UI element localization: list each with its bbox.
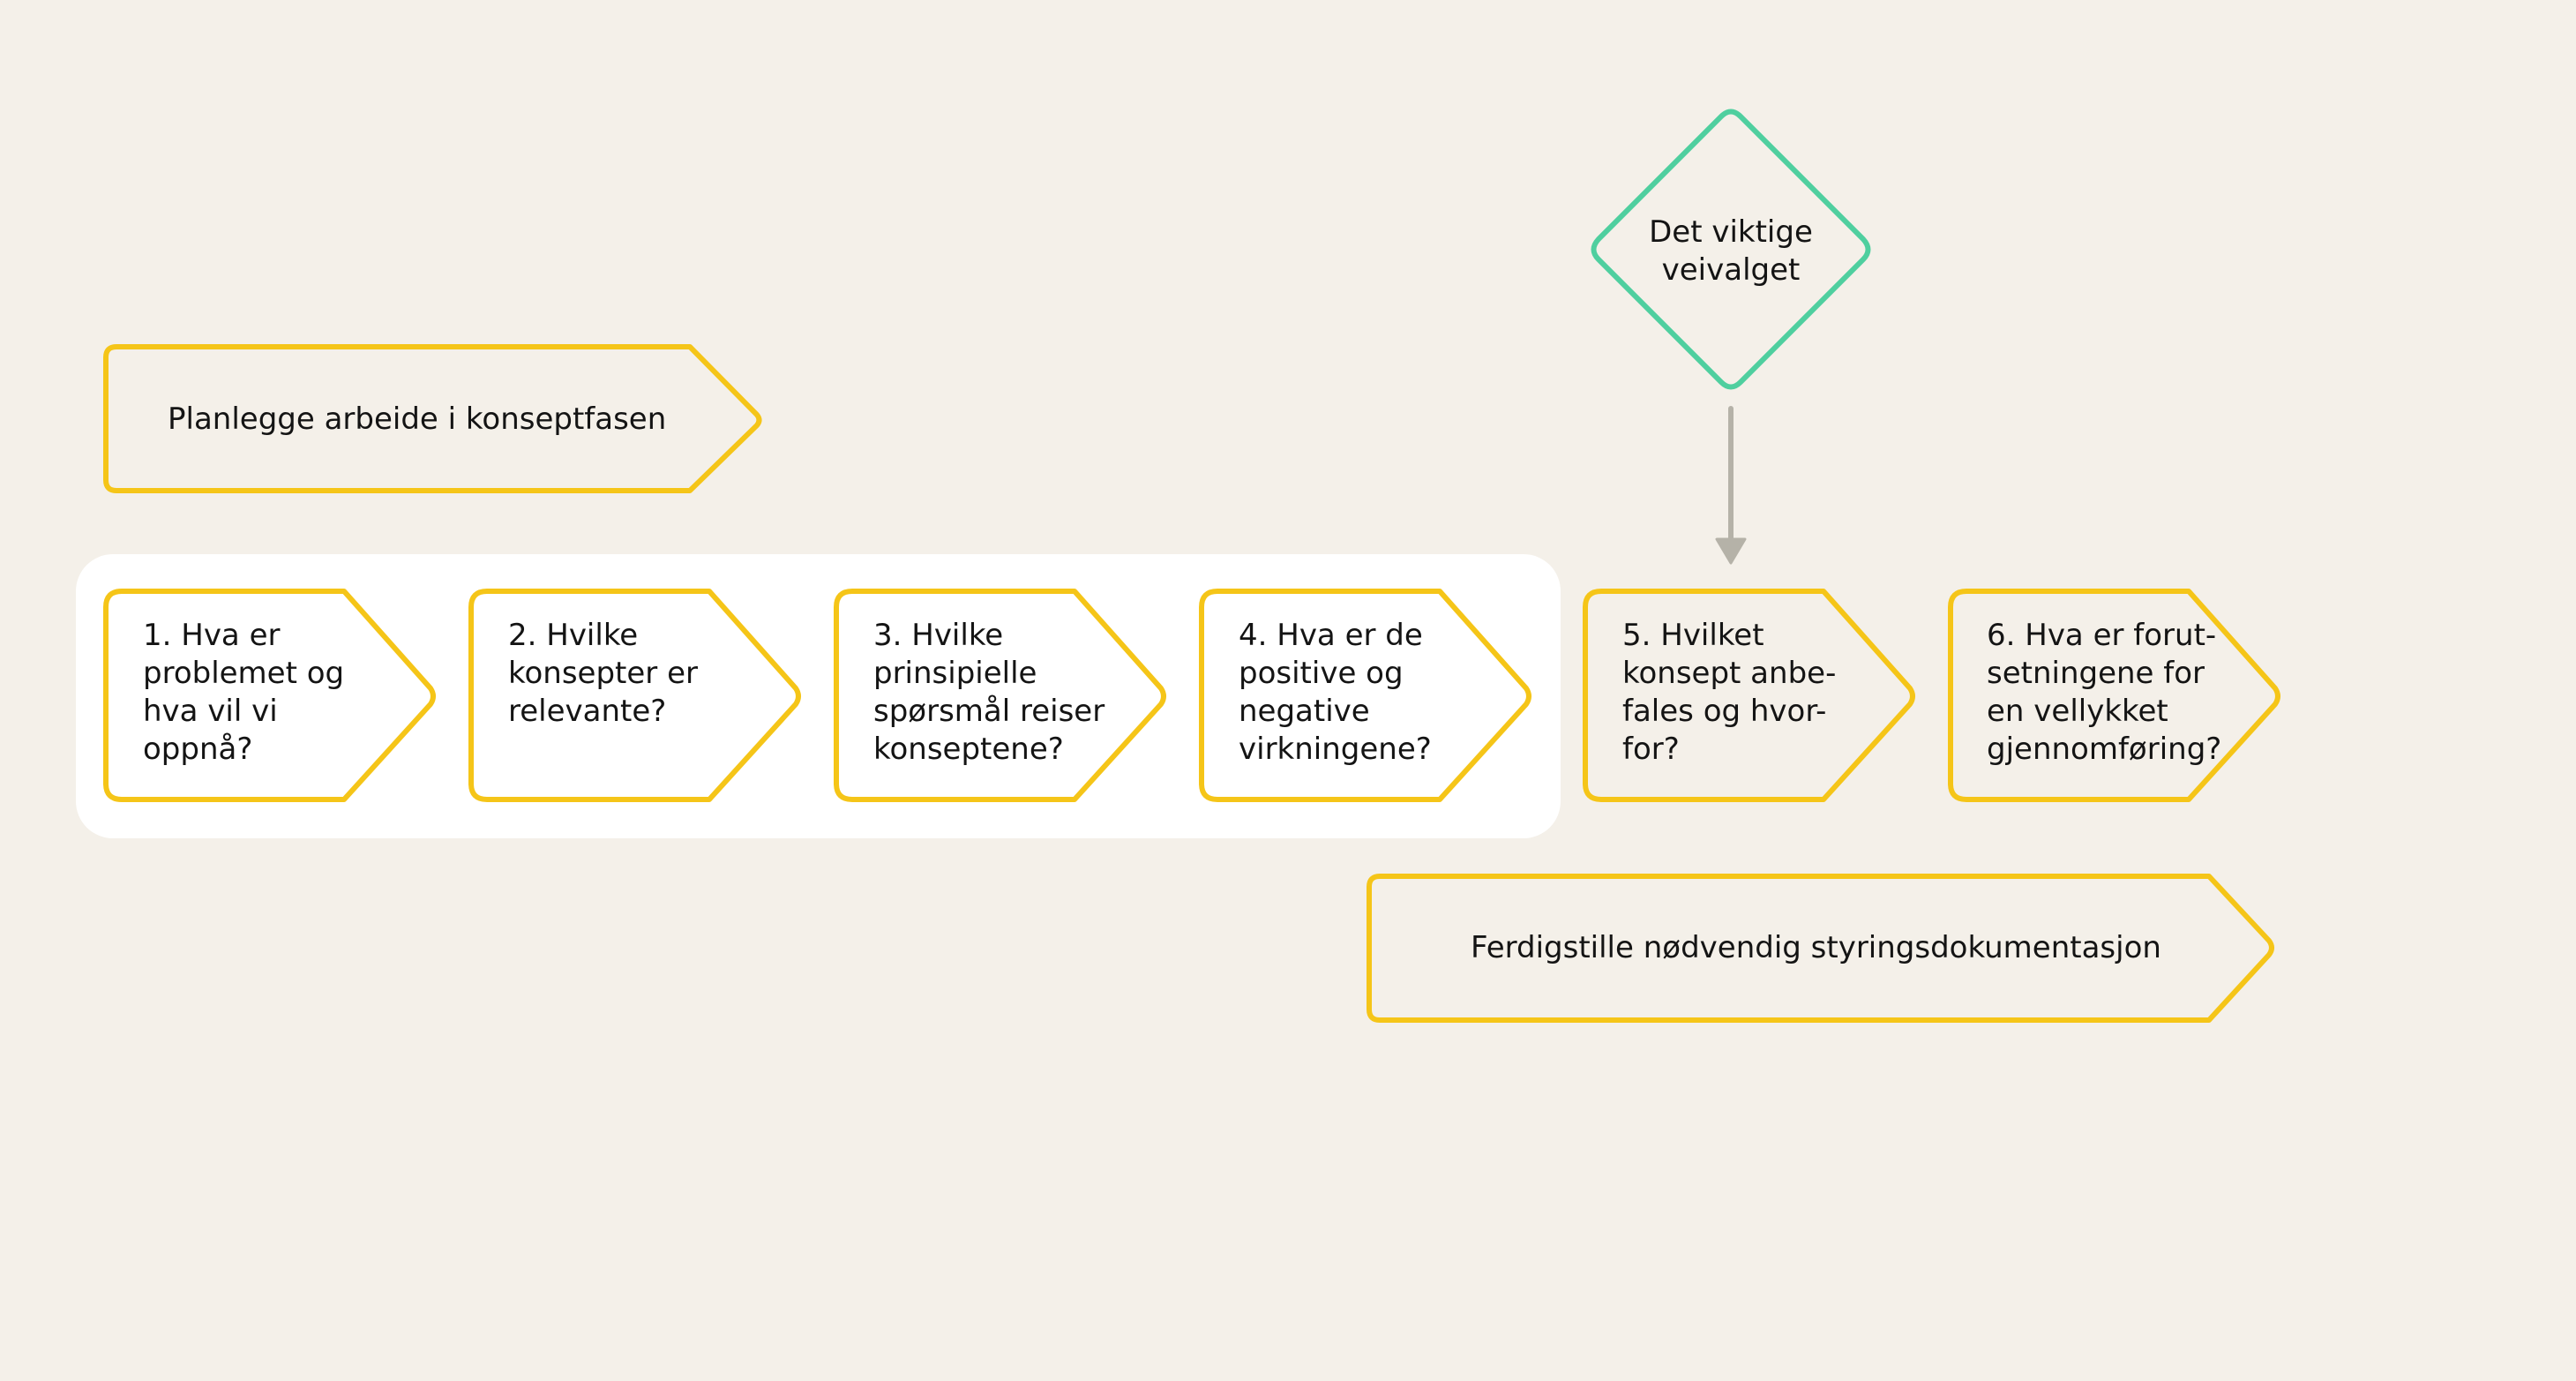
step-3-shape <box>834 589 1166 802</box>
finalize-label: Ferdigstille nødvendig styringsdokumenta… <box>1471 930 2161 965</box>
step-3-label: 3. Hvilke prinsipielle spørsmål reiser k… <box>873 618 1105 767</box>
planning-label: Planlegge arbeide i konseptfasen <box>168 402 667 437</box>
planning-arrow-shape <box>103 344 762 493</box>
step-6-label: 6. Hva er forut- setningene for en velly… <box>1987 618 2222 767</box>
steps-group-panel <box>76 554 1561 838</box>
step-5-shape <box>1583 589 1915 802</box>
decision-label: Det viktige veivalget <box>1649 214 1813 288</box>
step-1-label: 1. Hva er problemet og hva vil vi oppnå? <box>143 618 345 767</box>
step-1-shape <box>103 589 436 802</box>
step-4-shape <box>1199 589 1531 802</box>
step-2-shape <box>468 589 801 802</box>
step-2-label: 2. Hvilke konsepter er relevante? <box>508 618 698 729</box>
step-5-label: 5. Hvilket konsept anbe- fales og hvor- … <box>1622 618 1837 767</box>
step-4-label: 4. Hva er de positive og negative virkni… <box>1239 618 1432 767</box>
finalize-arrow-shape <box>1367 874 2274 1023</box>
step-6-shape <box>1948 589 2280 802</box>
decision-diamond-shape <box>1591 109 1871 390</box>
decision-arrowhead <box>1715 537 1747 565</box>
